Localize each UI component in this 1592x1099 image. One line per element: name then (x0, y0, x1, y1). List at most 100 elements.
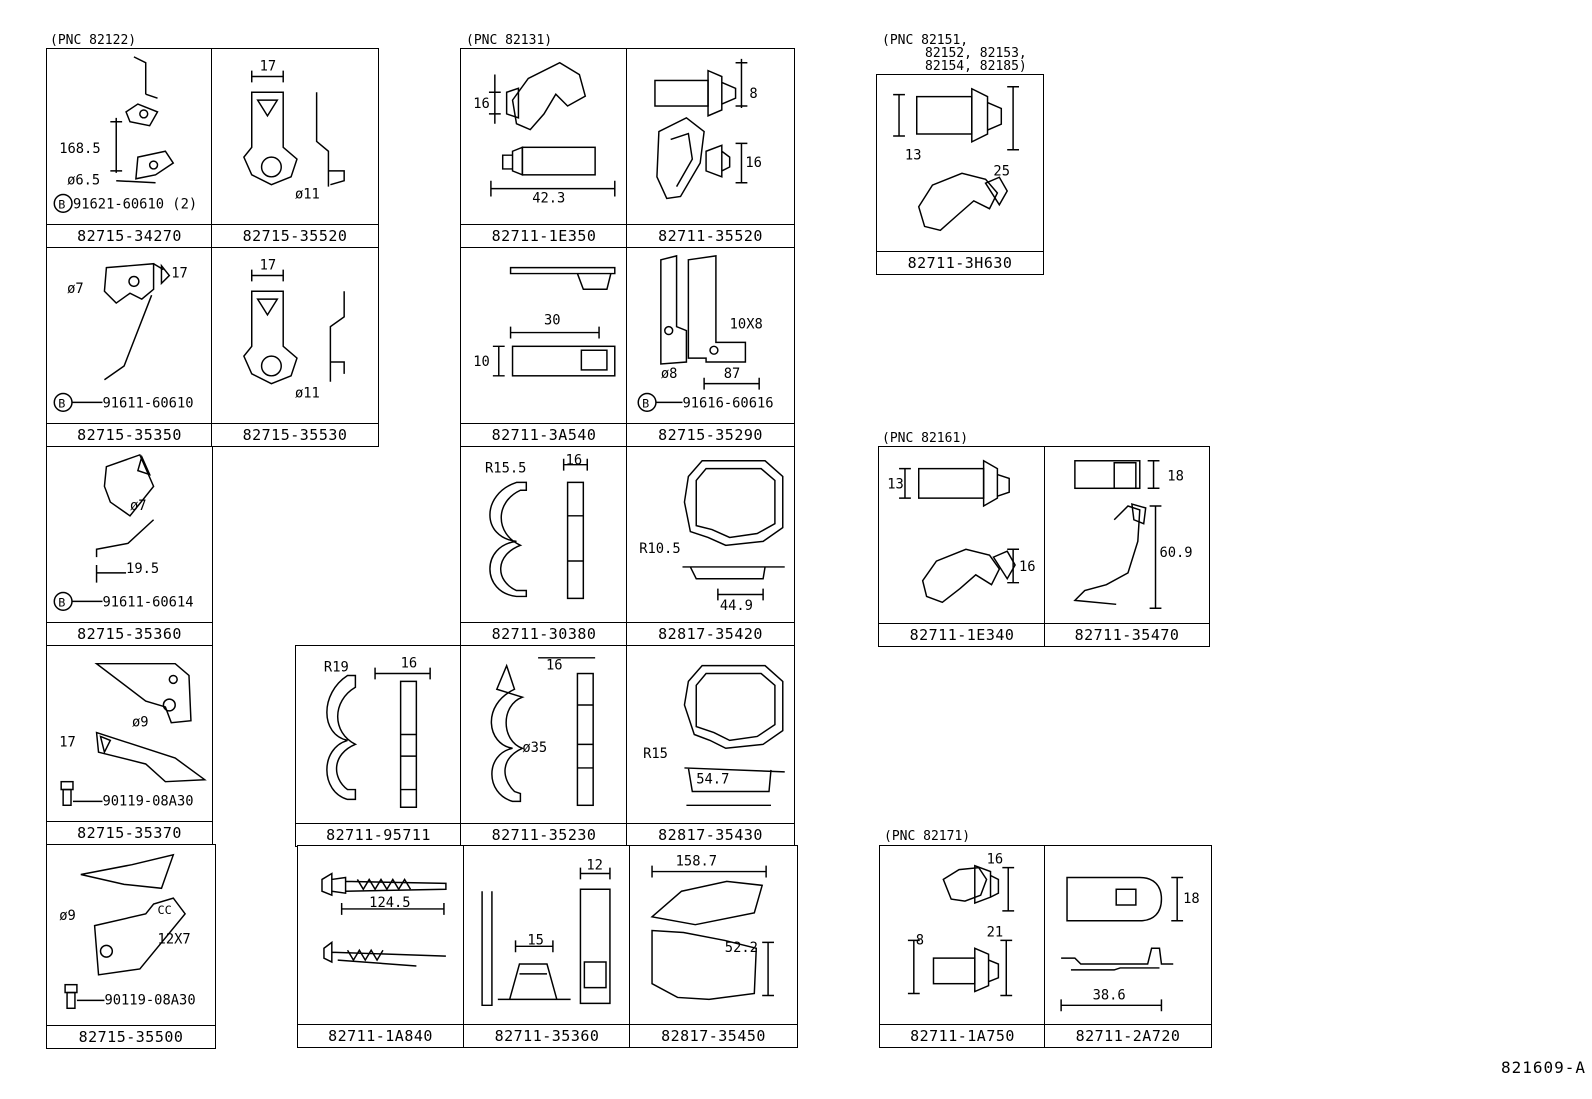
part-number: 82711-3H630 (907, 254, 1013, 272)
part-number: 82817-35420 (658, 625, 763, 643)
dim-label: 124.5 (369, 895, 410, 911)
dim-label: 17 (260, 59, 277, 75)
part-number: 82711-35360 (494, 1027, 600, 1045)
bolt-ref: 90119-08A30 (104, 992, 195, 1008)
dim-label: 87 (724, 366, 741, 382)
group-label-pnc-82151-line3: 82154, 82185) (925, 59, 1027, 74)
group-label-pnc-82151-line1: (PNC 82151, (882, 33, 969, 48)
part-number: 82711-1A750 (910, 1027, 1015, 1045)
dim-label: ø35 (522, 740, 547, 756)
part-cell-82711-1A750[interactable]: 16 8 21 82711-1A750 (879, 845, 1046, 1048)
part-cell-82711-1E340[interactable]: 13 16 82711-1E340 (878, 446, 1046, 647)
dim-label: R15 (643, 746, 668, 762)
part-cell-82711-3H630[interactable]: 13 25 82711-3H630 (876, 74, 1044, 275)
part-cell-82711-35360[interactable]: 15 12 82711-35360 (463, 845, 631, 1048)
part-number: 82711-35520 (658, 227, 763, 245)
dim-label: 18 (1183, 891, 1200, 907)
svg-text:B: B (642, 396, 649, 410)
part-number: 82715-35370 (77, 824, 182, 842)
dim-label: 60.9 (1159, 545, 1192, 561)
bolt-ref: 91611-60614 (102, 594, 193, 610)
dim-label: 168.5 (59, 141, 100, 157)
part-cell-82711-1E350[interactable]: 16 42.3 82711-1E350 (460, 48, 628, 248)
part-cell-82711-30380[interactable]: R15.5 16 82711-30380 (460, 446, 628, 646)
dim-label: 19.5 (126, 561, 159, 577)
dim-label: 16 (473, 96, 490, 112)
svg-text:B: B (58, 396, 65, 410)
dim-label: ø11 (295, 385, 320, 401)
svg-text:B: B (58, 197, 65, 211)
part-cell-82711-95711[interactable]: R19 16 82711-95711 (295, 645, 462, 847)
dim-label: 8 (916, 932, 924, 948)
dim-label: 12 (586, 858, 603, 874)
dim-label: 158.7 (676, 854, 717, 870)
bolt-ref: 90119-08A30 (102, 793, 193, 809)
part-cell-82715-35530[interactable]: 17 ø11 82715-35530 (211, 247, 379, 447)
dim-label: ø9 (59, 908, 76, 924)
part-number: 82711-1E350 (491, 227, 597, 245)
bolt-ref: 91621-60610 (2) (73, 196, 197, 212)
dim-label: ø7 (67, 281, 84, 297)
dim-label: 17 (260, 258, 277, 274)
dim-label: 54.7 (696, 772, 729, 788)
part-number: 82711-3A540 (491, 426, 597, 444)
part-number: 82711-2A720 (1075, 1027, 1181, 1045)
dim-label: 15 (527, 932, 544, 948)
dim-label: 10 (473, 354, 490, 370)
svg-text:B: B (58, 595, 65, 609)
part-number: 82715-35290 (658, 426, 763, 444)
group-label-pnc-82151-line2: 82152, 82153, (925, 46, 1027, 61)
bolt-ref: 91611-60610 (102, 395, 193, 411)
dim-label: 44.9 (720, 598, 753, 614)
part-cell-82711-1A840[interactable]: 124.5 82711-1A840 (297, 845, 464, 1048)
dim-label: 13 (887, 476, 904, 492)
dim-label: R15.5 (485, 461, 526, 477)
part-number: 82711-1E340 (909, 626, 1015, 644)
part-cell-82715-35500[interactable]: CC ø9 12X7 90119-08A30 82715-35500 (46, 844, 216, 1049)
dim-label: ø7 (130, 498, 147, 514)
dim-label: 16 (745, 155, 762, 171)
part-cell-82711-35470[interactable]: 18 60.9 82711-35470 (1044, 446, 1210, 647)
dim-label: R10.5 (639, 541, 680, 557)
dim-label: 8 (749, 86, 757, 102)
dim-label: 25 (993, 163, 1010, 179)
dim-label: 16 (546, 658, 563, 674)
part-number: 82711-35230 (491, 826, 597, 844)
dim-label: 17 (59, 734, 76, 750)
part-cell-82715-35360[interactable]: ø7 19.5 B 91611-60614 82715-35360 (46, 446, 213, 646)
group-label-pnc-82131: (PNC 82131) (466, 33, 553, 48)
bolt-ref: 91616-60616 (682, 395, 773, 411)
part-cell-82817-35430[interactable]: R15 54.7 82817-35430 (626, 645, 795, 847)
dim-label: ø8 (661, 366, 678, 382)
dim-label: 10X8 (730, 317, 763, 333)
part-number: 82817-35450 (661, 1027, 766, 1045)
figure-id: 821609-A (1500, 1058, 1586, 1077)
dim-label: 42.3 (532, 190, 565, 206)
part-number: 82715-35530 (242, 426, 348, 444)
dim-label: 16 (566, 453, 583, 469)
part-number: 82715-35520 (242, 227, 348, 245)
part-number: 82711-35470 (1074, 626, 1180, 644)
part-cell-82715-35350[interactable]: ø7 17 B 91611-60610 82715-35350 (46, 247, 213, 447)
dim-label: 52.2 (725, 940, 758, 956)
dim-label: 30 (544, 313, 561, 329)
group-label-pnc-82171: (PNC 82171) (884, 829, 971, 844)
part-cell-82715-35290[interactable]: 10X8 ø8 87 B 91616-60616 82715-35290 (626, 247, 795, 447)
dim-label: 21 (987, 924, 1004, 940)
part-cell-82817-35420[interactable]: R10.5 44.9 82817-35420 (626, 446, 795, 646)
part-cell-82715-34270[interactable]: 168.5 ø6.5 B 91621-60610 (2) 82715-34270 (46, 48, 213, 248)
dim-label: 13 (905, 148, 922, 164)
part-cell-82711-2A720[interactable]: 18 38.6 82711-2A720 (1044, 845, 1212, 1048)
group-label-pnc-82161: (PNC 82161) (882, 431, 969, 446)
part-cell-82715-35370[interactable]: ø9 17 90119-08A30 82715-35370 (46, 645, 213, 845)
part-cell-82817-35450[interactable]: 158.7 52.2 82817-35450 (629, 845, 798, 1048)
dim-label: 16 (401, 656, 418, 672)
part-cell-82715-35520[interactable]: 17 ø11 82715-35520 (211, 48, 379, 248)
group-label-pnc-82122: (PNC 82122) (50, 33, 137, 48)
part-cell-82711-35520[interactable]: 8 16 82711-35520 (626, 48, 795, 248)
part-number: 82715-34270 (77, 227, 182, 245)
dim-label: 38.6 (1093, 987, 1126, 1003)
dim-label: ø6.5 (67, 173, 100, 189)
part-cell-82711-3A540[interactable]: 30 10 82711-3A540 (460, 247, 628, 447)
part-cell-82711-35230[interactable]: 16 ø35 82711-35230 (460, 645, 628, 847)
